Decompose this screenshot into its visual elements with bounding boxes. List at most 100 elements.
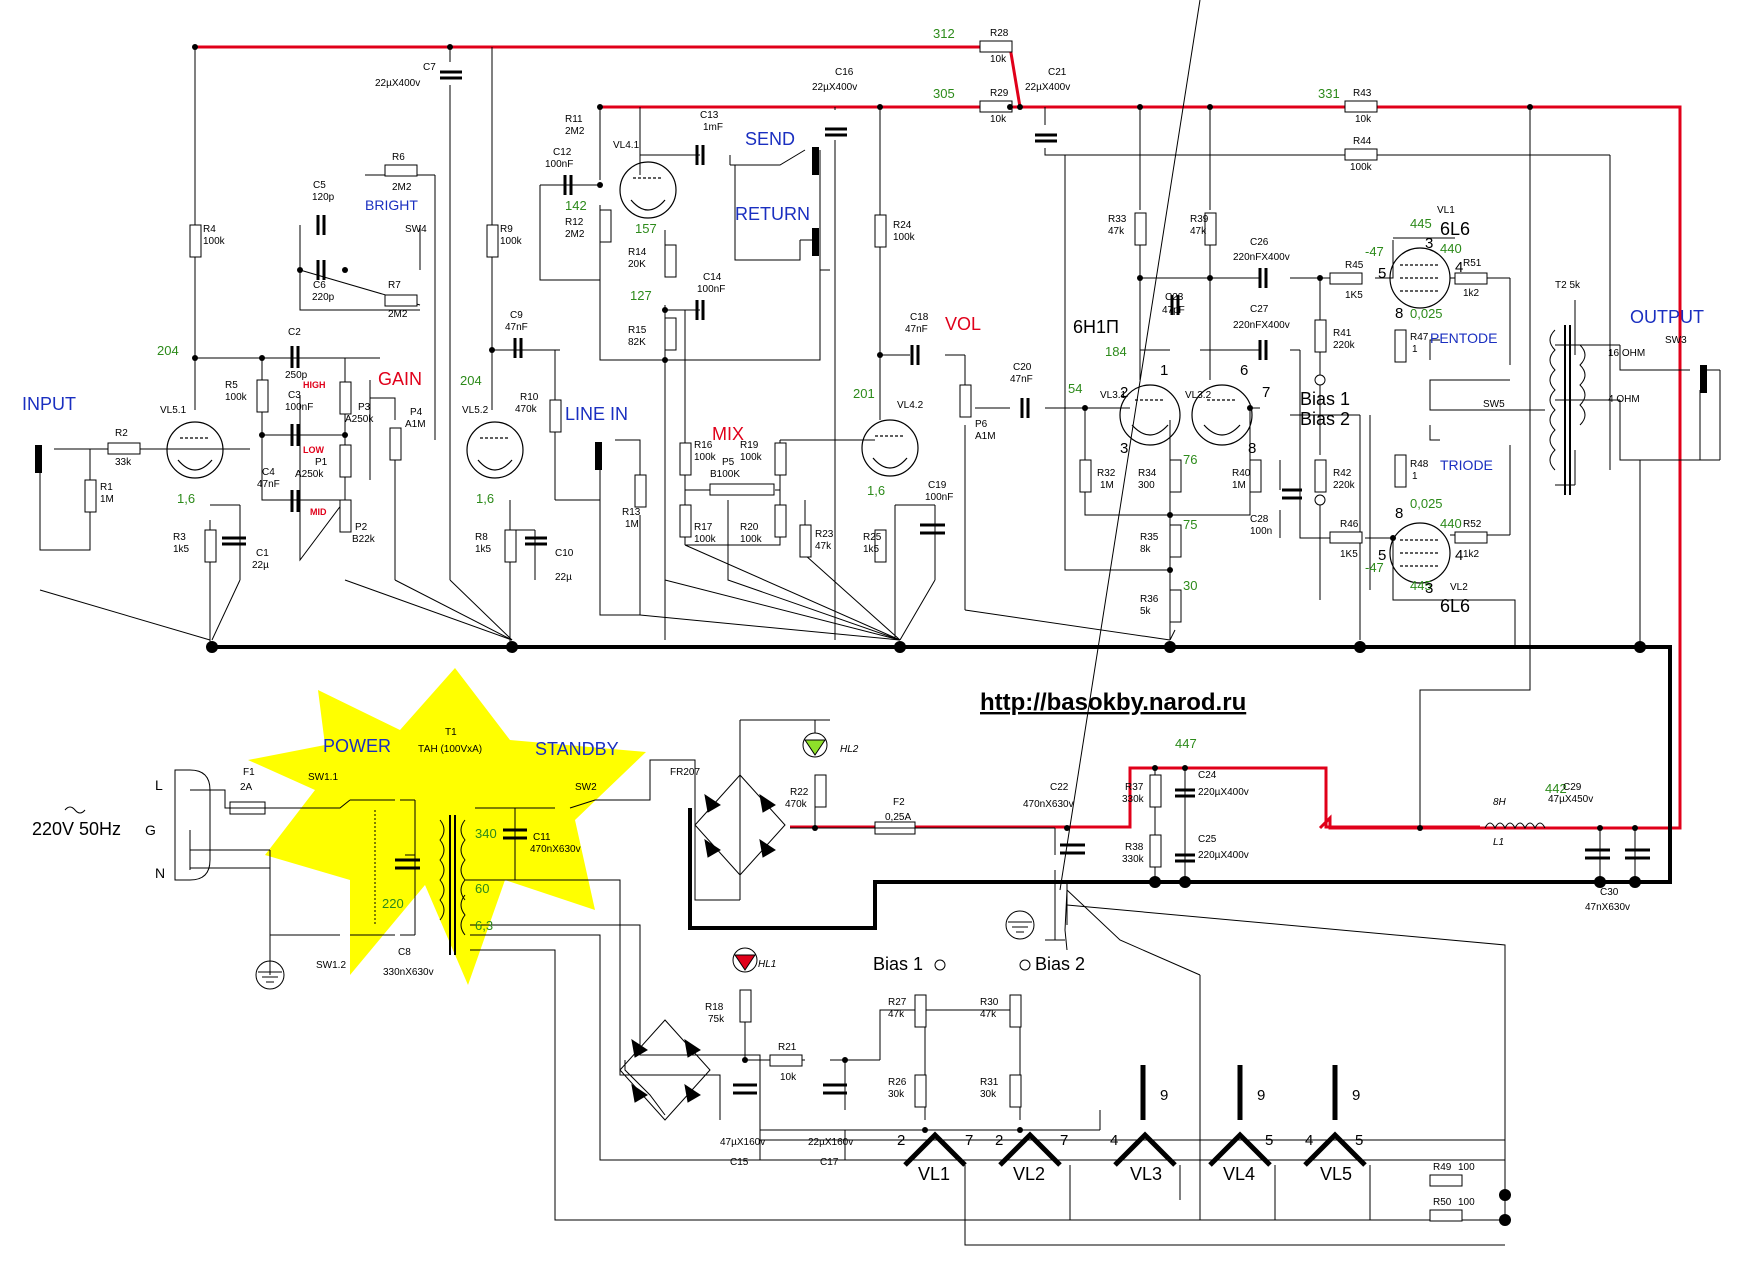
standby-label: STANDBY: [535, 739, 619, 759]
svg-text:C29: C29: [1563, 782, 1582, 793]
svg-text:R3: R3: [173, 532, 186, 543]
svg-text:T1: T1: [445, 727, 457, 738]
svg-text:9: 9: [1257, 1087, 1265, 1104]
svg-text:R4: R4: [203, 224, 216, 235]
svg-text:54: 54: [1068, 381, 1082, 396]
svg-text:-47: -47: [1365, 244, 1384, 259]
high-label: HIGH: [303, 380, 326, 390]
svg-text:2M2: 2M2: [392, 182, 412, 193]
svg-text:C5: C5: [313, 180, 326, 191]
svg-text:R33: R33: [1108, 214, 1127, 225]
svg-text:1: 1: [1160, 362, 1168, 379]
svg-text:8H: 8H: [1493, 797, 1507, 808]
svg-text:R17: R17: [694, 522, 713, 533]
svg-text:R23: R23: [815, 529, 834, 540]
svg-text:22µ: 22µ: [555, 572, 572, 583]
svg-text:1k2: 1k2: [1463, 288, 1480, 299]
svg-text:4: 4: [1455, 547, 1463, 564]
svg-text:1K5: 1K5: [1345, 290, 1363, 301]
svg-text:305: 305: [933, 86, 955, 101]
svg-text:440: 440: [1440, 516, 1462, 531]
section-labels: INPUT GAIN BRIGHT LINE IN SEND RETURN MI…: [22, 129, 1704, 974]
svg-text:R49: R49: [1433, 1162, 1452, 1173]
svg-text:10k: 10k: [990, 114, 1007, 125]
website-link[interactable]: http://basokby.narod.ru: [980, 689, 1246, 716]
svg-text:1mF: 1mF: [703, 122, 723, 133]
svg-text:3: 3: [1425, 235, 1433, 252]
svg-text:16 OHM: 16 OHM: [1608, 348, 1645, 359]
svg-text:4: 4: [1305, 1132, 1313, 1149]
svg-text:VL4.1: VL4.1: [613, 140, 640, 151]
svg-text:100: 100: [1458, 1197, 1475, 1208]
svg-text:R38: R38: [1125, 842, 1144, 853]
svg-text:L: L: [155, 777, 163, 793]
svg-text:R35: R35: [1140, 532, 1159, 543]
svg-text:6,3: 6,3: [475, 918, 493, 933]
svg-text:SW3: SW3: [1665, 335, 1687, 346]
svg-text:C13: C13: [700, 110, 719, 121]
svg-text:220k: 220k: [1333, 340, 1356, 351]
svg-text:C26: C26: [1250, 237, 1269, 248]
svg-text:0,025: 0,025: [1410, 306, 1443, 321]
svg-text:SW5: SW5: [1483, 399, 1505, 410]
return-label: RETURN: [735, 204, 810, 224]
svg-text:VL4: VL4: [1223, 1164, 1255, 1184]
svg-text:R34: R34: [1138, 468, 1157, 479]
vacuum-tubes: [166, 161, 1451, 584]
svg-text:100k: 100k: [225, 392, 248, 403]
svg-text:100: 100: [1458, 1162, 1475, 1173]
bias2-psu-label: Bias 2: [1035, 954, 1085, 974]
svg-text:SW2: SW2: [575, 782, 597, 793]
mid-label: MID: [310, 507, 327, 517]
tube-vl4-2: [861, 419, 919, 477]
preamp-wiring: [39, 47, 1171, 647]
svg-text:0,025: 0,025: [1410, 496, 1443, 511]
svg-text:A250k: A250k: [295, 469, 324, 480]
svg-text:C11: C11: [533, 832, 551, 843]
junction-dots: [192, 44, 1646, 1226]
svg-text:75: 75: [1183, 517, 1197, 532]
svg-text:204: 204: [157, 343, 179, 358]
line-in-label: LINE IN: [565, 404, 628, 424]
svg-text:R19: R19: [740, 440, 759, 451]
return-jack: [812, 228, 819, 256]
svg-text:C30: C30: [1600, 887, 1619, 898]
tube-vl4-1: [619, 161, 677, 219]
svg-text:5: 5: [1378, 265, 1386, 282]
svg-text:R21: R21: [778, 1042, 797, 1053]
svg-text:C19: C19: [928, 480, 947, 491]
svg-text:1: 1: [1412, 344, 1418, 355]
svg-text:8: 8: [1395, 305, 1403, 322]
tube-vl5-2: [466, 421, 524, 479]
svg-text:1M: 1M: [100, 494, 114, 505]
svg-text:R24: R24: [893, 220, 912, 231]
svg-text:30: 30: [1183, 578, 1197, 593]
svg-text:N: N: [155, 865, 165, 881]
svg-text:100k: 100k: [203, 236, 226, 247]
svg-text:VL4.2: VL4.2: [897, 400, 924, 411]
svg-text:22µ: 22µ: [252, 560, 269, 571]
svg-text:C15: C15: [730, 1157, 749, 1168]
svg-text:R28: R28: [990, 28, 1009, 39]
svg-text:R50: R50: [1433, 1197, 1452, 1208]
input-label: INPUT: [22, 394, 76, 414]
svg-text:100nF: 100nF: [545, 159, 573, 170]
tube-vl3-2: [1191, 384, 1253, 446]
send-jack: [812, 147, 819, 175]
pin-labels: 2 1 3 6 7 8 3 4 5 8 3 4 5 8: [1120, 235, 1463, 597]
svg-text:A1M: A1M: [405, 419, 426, 430]
svg-text:7: 7: [1262, 384, 1270, 401]
svg-text:4: 4: [1455, 259, 1463, 276]
svg-text:250p: 250p: [285, 370, 308, 381]
svg-text:R47: R47: [1410, 332, 1429, 343]
svg-text:1M: 1M: [1100, 480, 1114, 491]
svg-text:P1: P1: [315, 457, 328, 468]
svg-text:L1: L1: [1493, 837, 1504, 848]
svg-text:220nFX400v: 220nFX400v: [1233, 320, 1290, 331]
svg-text:47nX630v: 47nX630v: [1585, 902, 1630, 913]
svg-text:R27: R27: [888, 997, 907, 1008]
svg-text:204: 204: [460, 373, 482, 388]
fuses: [229, 801, 916, 835]
tube-6n1p-label: 6Н1П: [1073, 317, 1119, 337]
svg-text:R2: R2: [115, 428, 128, 439]
